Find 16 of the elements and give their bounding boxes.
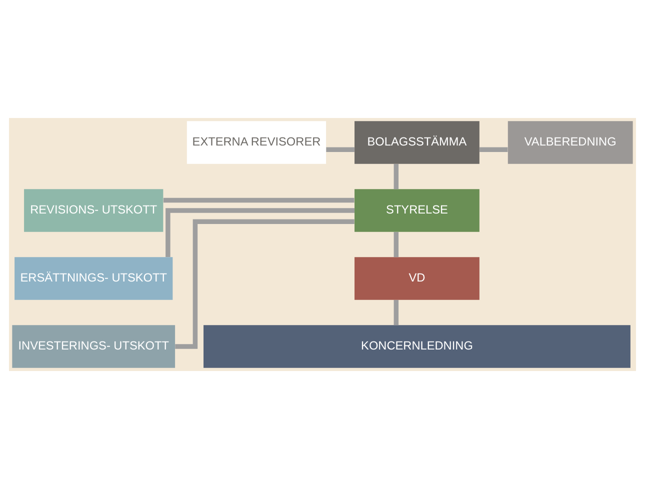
node-box: ERSÄTTNINGS- UTSKOTT — [14, 256, 173, 300]
connector — [480, 146, 508, 152]
node-box: REVISIONS- UTSKOTT — [24, 188, 164, 232]
node-box: INVESTERINGS- UTSKOTT — [12, 324, 176, 368]
connector — [394, 232, 399, 257]
node-box: EXTERNA REVISORER — [186, 120, 326, 164]
connector — [326, 146, 354, 152]
node-box: VALBEREDNING — [508, 120, 633, 164]
connector — [394, 164, 399, 189]
node-box: BOLAGSSTÄMMA — [354, 120, 480, 164]
node-box: VD — [354, 256, 480, 300]
node-box: KONCERNLEDNING — [204, 324, 630, 368]
node-box: STYRELSE — [354, 188, 480, 232]
connector — [166, 208, 354, 256]
connector — [394, 300, 399, 325]
connector — [163, 197, 354, 202]
